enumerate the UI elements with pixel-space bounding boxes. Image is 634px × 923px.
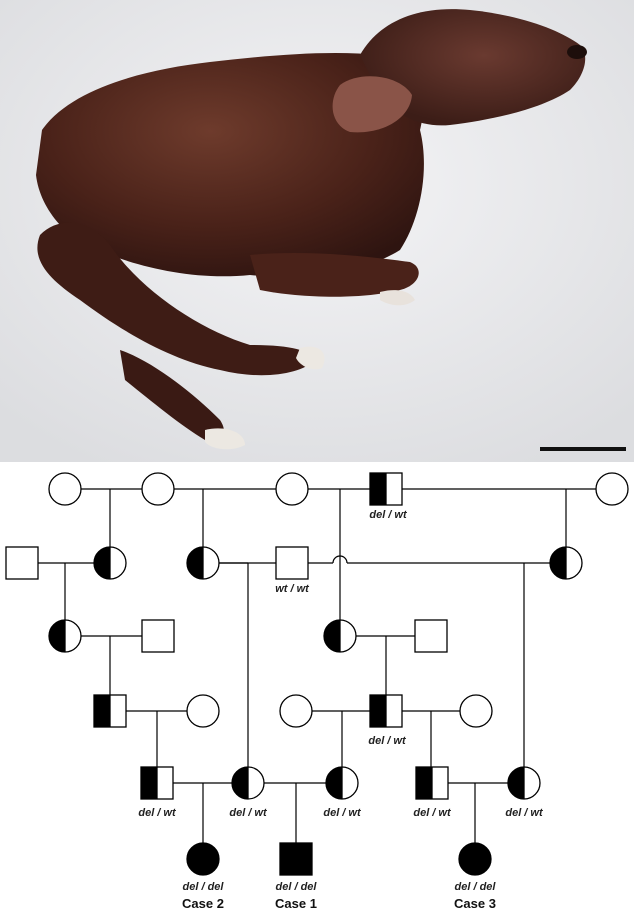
scale-bar (540, 447, 626, 451)
g3-dam-b (324, 620, 356, 652)
g2-dam-c (550, 547, 582, 579)
g1-dam-b (142, 473, 174, 505)
g2-sire-a (6, 547, 38, 579)
pedigree-svg: del / wt wt / wt del / wt del / wt del /… (0, 462, 634, 923)
g5-dam-case3 (508, 767, 540, 799)
genotype-gen4-sire: del / wt (368, 735, 407, 747)
case2-symbol (187, 843, 219, 875)
case3-symbol (459, 843, 491, 875)
genotype-case1-dam-side: del / wt (323, 807, 362, 819)
case-3-label: Case 3 (454, 896, 496, 911)
genotype-case3-sire: del / wt (413, 807, 452, 819)
g5-sire-case2 (141, 767, 173, 799)
genotype-case3-dam: del / wt (505, 807, 544, 819)
g3-sire-b (415, 620, 447, 652)
genotype-case2-sire: del / wt (138, 807, 177, 819)
calf-nose (567, 45, 587, 59)
g4-dam (187, 695, 219, 727)
g1-dam-a (49, 473, 81, 505)
g1-dam-d (596, 473, 628, 505)
g2-dam-a (94, 547, 126, 579)
g3-dam (49, 620, 81, 652)
genotype-case2: del / del (183, 881, 225, 893)
case-2-label: Case 2 (182, 896, 224, 911)
case-1-label: Case 1 (275, 896, 317, 911)
genotype-case2-case1-dam: del / wt (229, 807, 268, 819)
g3-sire (142, 620, 174, 652)
genotype-case1: del / del (276, 881, 318, 893)
case1-symbol (280, 843, 312, 875)
g1-dam-c (276, 473, 308, 505)
g5-dam-shared (232, 767, 264, 799)
g5-sire-case3 (416, 767, 448, 799)
g5-dam-case1-side (326, 767, 358, 799)
pedigree-diagram: del / wt wt / wt del / wt del / wt del /… (0, 462, 634, 923)
g1-founder-sire (370, 473, 402, 505)
genotype-gen2-male: wt / wt (275, 583, 310, 595)
g2-male (276, 547, 308, 579)
g4-sire-b (370, 695, 402, 727)
g4-sire (94, 695, 126, 727)
g4-dam-b (280, 695, 312, 727)
g2-dam-b (187, 547, 219, 579)
genotype-case3: del / del (455, 881, 497, 893)
calf-photo-svg (0, 0, 634, 462)
genotype-founder-sire: del / wt (369, 509, 408, 521)
g4-dam-c (460, 695, 492, 727)
calf-photograph (0, 0, 634, 462)
pedigree-lines (22, 489, 596, 859)
